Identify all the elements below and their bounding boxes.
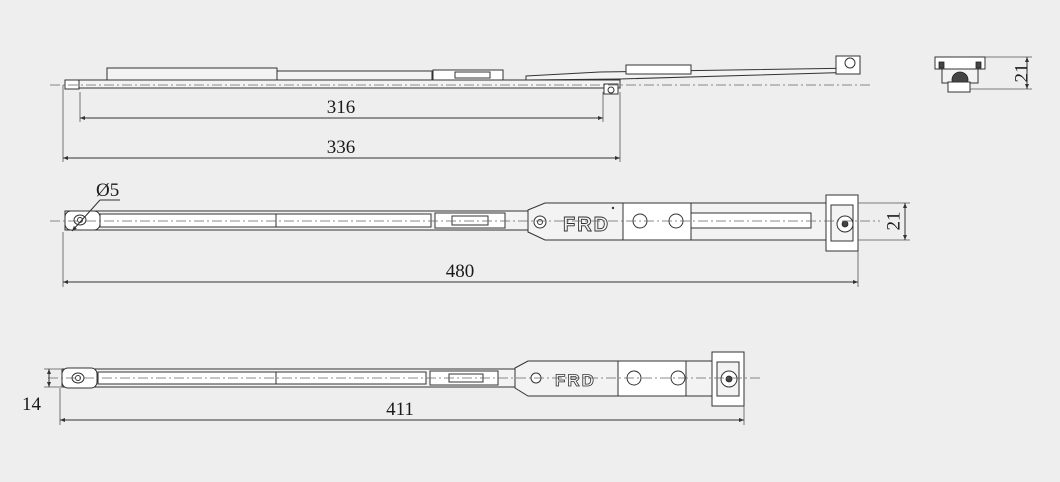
top-rail-inner [99, 213, 277, 228]
top-arm-pivot-inner [537, 219, 543, 225]
dia5-leader [71, 199, 101, 232]
dim-411-label: 411 [386, 399, 414, 420]
side-arm [525, 67, 861, 81]
dim-21-end-label: 21 [1011, 64, 1032, 83]
side-slider-detail [454, 71, 491, 79]
side-upper-block-2 [276, 70, 433, 81]
dim-336-label: 336 [327, 137, 356, 158]
side-view: 316 336 [50, 55, 870, 162]
bottom-view: FRD 14 411 [22, 351, 760, 425]
side-base-bar [64, 79, 621, 89]
end-view: 21 [934, 56, 1032, 93]
end-knob-left [938, 61, 945, 69]
brand-logo-bottom: FRD [555, 371, 596, 390]
side-pivot-circle [844, 57, 856, 69]
dim-480-label: 480 [446, 261, 475, 282]
brand-logo-mark [611, 206, 615, 210]
side-upper-block [106, 67, 278, 81]
top-view: FRD Ø5 21 480 [50, 180, 910, 287]
side-right-foot-pin [607, 86, 615, 94]
top-pivot-wheel-inner [841, 220, 849, 228]
bottom-pivot-wheel-inner [725, 375, 733, 383]
side-left-end [64, 79, 80, 90]
end-lower-block [947, 81, 971, 93]
brand-logo: FRD [563, 214, 610, 236]
side-arm-plate [625, 64, 692, 75]
end-knob-right [975, 61, 982, 69]
dim-14-label: 14 [22, 394, 42, 415]
dim-dia5-label: Ø5 [96, 180, 119, 201]
top-rail-segment [275, 213, 432, 228]
dim-316-label: 316 [327, 97, 356, 118]
dim-21-top-label: 21 [883, 212, 904, 231]
top-slider-inner [451, 215, 489, 226]
top-arm-slot [690, 212, 812, 229]
